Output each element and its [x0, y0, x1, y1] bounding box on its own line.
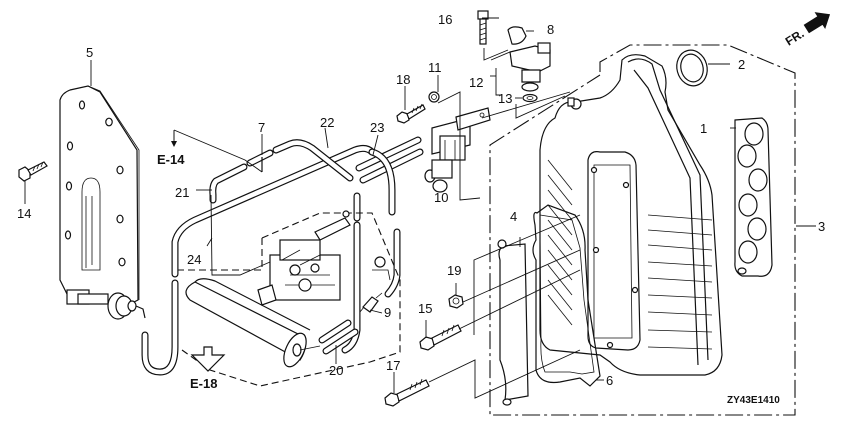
callout-12: 12 — [469, 75, 483, 90]
callout-7: 7 — [258, 120, 265, 135]
cross-ref-e18: E-18 — [190, 346, 226, 391]
flange-nut-part-19 — [448, 294, 464, 309]
front-arrow-icon — [803, 12, 831, 34]
diagram-code: ZY43E1410 — [727, 395, 780, 406]
cross-ref-e14: E-14 — [157, 131, 185, 167]
callout-16: 16 — [438, 12, 452, 27]
callout-18: 18 — [396, 72, 410, 87]
cover-plate-part — [59, 85, 146, 320]
callout-21: 21 — [175, 185, 189, 200]
callout-23: 23 — [370, 120, 384, 135]
callout-8: 8 — [547, 22, 554, 37]
callout-14: 14 — [17, 206, 31, 221]
callout-5: 5 — [86, 45, 93, 60]
o-ring-part-13 — [522, 93, 538, 103]
manifold-gasket-part-1 — [734, 117, 773, 277]
hose-assembly — [141, 136, 424, 376]
fuel-filter-part — [359, 292, 383, 313]
map-sensor-part-12 — [509, 42, 551, 92]
long-bolt-part-17 — [384, 378, 430, 407]
callout-4: 4 — [510, 209, 517, 224]
callout-11: 11 — [428, 60, 442, 75]
callout-1: 1 — [700, 121, 707, 136]
cover-plate-holes — [64, 100, 126, 267]
bolt-part-16 — [477, 10, 489, 45]
callout-2: 2 — [738, 57, 745, 72]
intake-manifold-part — [489, 44, 796, 416]
throttle-body-group — [178, 210, 401, 387]
ref-label-e18[interactable]: E-18 — [190, 376, 217, 391]
callout-3: 3 — [818, 219, 825, 234]
callout-6: 6 — [606, 373, 613, 388]
fr-label: FR. — [783, 26, 807, 48]
sensor-cap-part-8 — [507, 26, 527, 45]
screw-part — [18, 161, 48, 182]
callout-20: 20 — [329, 363, 343, 378]
callout-22: 22 — [320, 115, 334, 130]
vacuum-actuator — [66, 289, 146, 320]
callout-24: 24 — [187, 252, 201, 267]
callout-9: 9 — [384, 305, 391, 320]
o-ring-part-2 — [676, 49, 708, 87]
front-direction-indicator: FR. — [783, 12, 831, 49]
leader-lines — [24, 17, 816, 399]
callout-15: 15 — [418, 301, 432, 316]
solenoid-valve-part — [424, 107, 491, 193]
callout-13: 13 — [498, 91, 512, 106]
callout-10: 10 — [434, 190, 448, 205]
callout-labels: 5 14 7 21 22 23 24 20 9 10 11 18 12 13 1… — [17, 12, 825, 388]
bolt-part-18 — [396, 103, 426, 124]
ref-label-e14[interactable]: E-14 — [157, 152, 185, 167]
nut-part-11 — [428, 91, 440, 103]
callout-19: 19 — [447, 263, 461, 278]
manifold-ribs — [547, 159, 713, 350]
hollow-down-arrow-icon — [190, 346, 226, 372]
down-arrowhead-icon — [171, 141, 177, 147]
throttle-body — [257, 210, 391, 306]
callout-17: 17 — [386, 358, 400, 373]
